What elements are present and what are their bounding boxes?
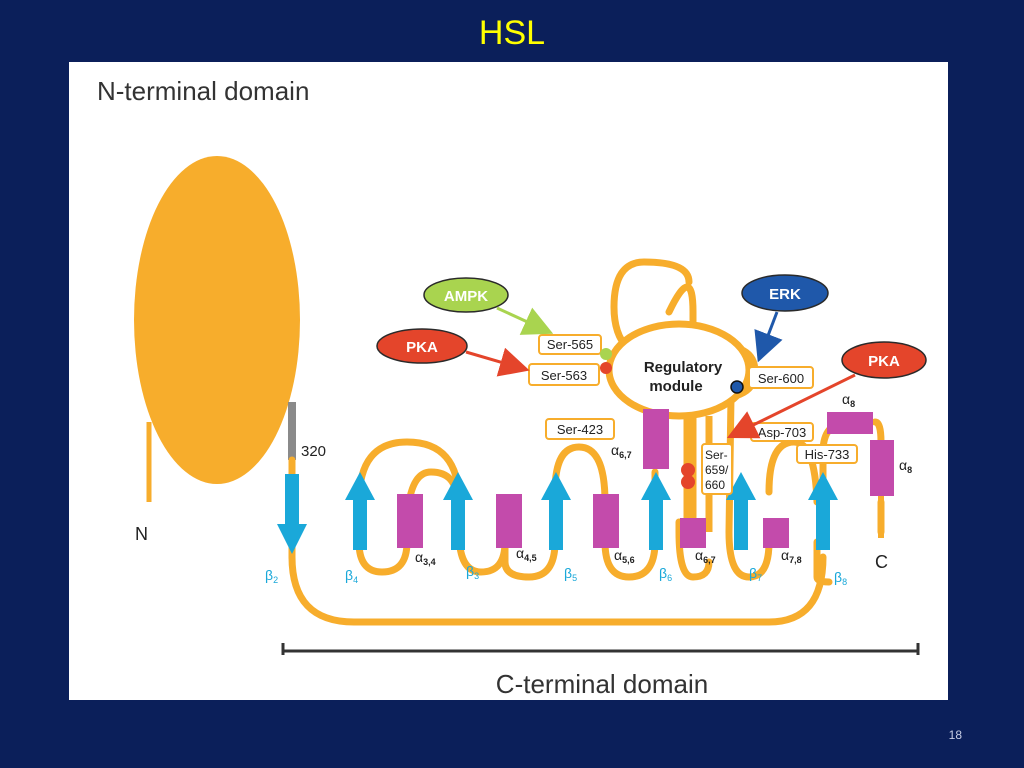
- beta-strand-b5: [541, 472, 571, 550]
- beta-strand-b3: [443, 472, 473, 550]
- beta-strand-b6: [641, 472, 671, 550]
- hsl-topology-diagram: N-terminal domain N 320 Regulatory modul…: [97, 76, 927, 699]
- strand-label-b6: β6: [659, 565, 672, 583]
- site-his733-box: [796, 444, 858, 464]
- phospho-dot-erk: [730, 380, 744, 394]
- strand-label-b3: β3: [466, 563, 479, 581]
- strand-label-b4: β4: [345, 567, 358, 585]
- n-terminal-domain-label: N-terminal domain: [97, 76, 309, 106]
- phospho-dot-ampk: [600, 348, 612, 360]
- alpha-helix-a45: [496, 494, 522, 548]
- phospho-dot-pka: [600, 362, 612, 374]
- kinase-pka-right: [841, 341, 927, 379]
- site-ser563-label: Ser-563: [541, 368, 587, 383]
- site-ser600-box: [748, 366, 814, 389]
- helix-label-a78: α7,8: [781, 547, 802, 565]
- alpha-helix-a56: [593, 494, 619, 548]
- c-terminus-label: C: [875, 552, 888, 572]
- alpha-helix-a8-right: [870, 440, 894, 496]
- arrow-erk-to-ser600: [754, 311, 783, 363]
- helix-label-a45: α4,5: [516, 545, 537, 563]
- site-ser659-box: [701, 443, 733, 495]
- site-ser659-label-line2: 659/: [705, 463, 729, 477]
- site-ser423-box: [545, 418, 615, 440]
- strand-label-b8: β8: [834, 569, 847, 587]
- strand-label-b5: β5: [564, 565, 577, 583]
- kinase-erk: [741, 274, 829, 312]
- c-terminal-bracket: [281, 643, 920, 655]
- page-number: 18: [948, 728, 962, 742]
- site-ser659-label-line1: Ser-: [705, 448, 728, 462]
- n-terminus-label: N: [135, 524, 148, 544]
- helix-label-a56: α5,6: [614, 547, 635, 565]
- beta-strands: [277, 472, 838, 554]
- beta-strand-b2: [277, 474, 307, 554]
- beta-strand-b7: [726, 472, 756, 550]
- regulatory-module-label-line2: module: [649, 378, 702, 395]
- phospho-dot-ser660: [681, 475, 695, 489]
- helix-label-a8-right: α8: [899, 457, 912, 475]
- kinase-pka-left-label: PKA: [406, 339, 438, 356]
- c-terminal-domain-label: C-terminal domain: [496, 669, 708, 699]
- site-his733-label: His-733: [805, 447, 850, 462]
- strand-label-b7: β7: [749, 565, 762, 583]
- phospho-dot-ser659: [681, 463, 695, 477]
- helix-label-a34: α3,4: [415, 549, 436, 567]
- site-asp703-label: Asp-703: [758, 425, 806, 440]
- kinase-ampk-label: AMPK: [444, 288, 488, 305]
- alpha-helix-a8-top: [827, 412, 873, 434]
- arrow-ampk-to-ser565: [496, 306, 554, 335]
- alpha-helices: [397, 409, 894, 548]
- kinase-erk-label: ERK: [769, 286, 801, 303]
- helix-label-a67-bottom: α6,7: [695, 547, 716, 565]
- linker-segment: [288, 402, 296, 460]
- site-ser565-label: Ser-565: [547, 337, 593, 352]
- regulatory-module-label-line1: Regulatory: [644, 359, 723, 376]
- site-ser565-box: [538, 334, 602, 355]
- beta-strand-b4: [345, 472, 375, 550]
- arrow-pka-to-ser659: [726, 373, 856, 439]
- slide-title: HSL: [478, 14, 546, 52]
- helix-label-a8-top: α8: [842, 391, 855, 409]
- alpha-helix-a67-bottom: [680, 518, 706, 548]
- alpha-helix-a67-top: [643, 409, 669, 469]
- alpha-helix-a78: [763, 518, 789, 548]
- site-ser423-label: Ser-423: [557, 422, 603, 437]
- site-ser659-label-line3: 660: [705, 478, 725, 492]
- arrow-pka-to-ser563: [465, 347, 530, 377]
- strand-label-b2: β2: [265, 567, 278, 585]
- residue-320-label: 320: [301, 443, 326, 460]
- helix-label-a67-top: α6,7: [611, 442, 632, 460]
- n-terminal-domain-ellipse: [134, 156, 300, 484]
- kinase-pka-left: [376, 328, 468, 364]
- beta-strand-b8: [808, 472, 838, 550]
- alpha-helix-a34: [397, 494, 423, 548]
- site-ser600-label: Ser-600: [758, 371, 804, 386]
- hsl-topology-figure: N-terminal domain N 320 Regulatory modul…: [69, 62, 948, 700]
- kinase-ampk: [423, 277, 509, 313]
- kinase-pka-right-label: PKA: [868, 353, 900, 370]
